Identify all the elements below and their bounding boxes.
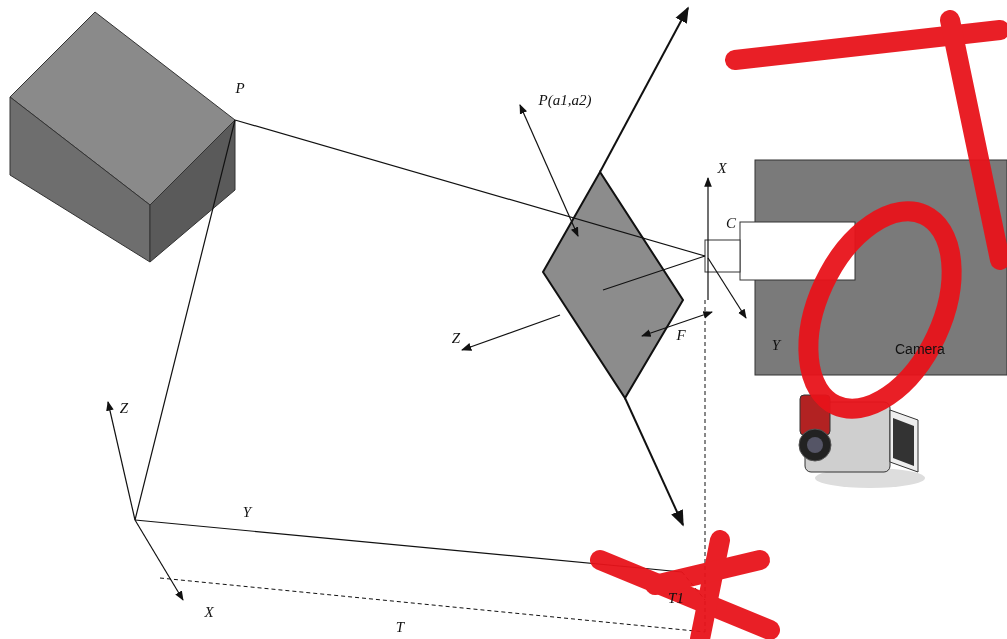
cube [10,12,235,262]
axis-label: Y [242,504,252,521]
camera-axes [642,178,746,336]
axis-label: X [203,604,214,621]
axis-label: T1 [667,590,685,607]
watermark [600,20,1000,639]
axis-label: C [725,215,737,232]
axis-label: X [716,160,727,177]
translation-lines [160,300,705,632]
axis-label: Z [119,400,129,417]
axis-label: P [234,80,245,97]
axis-label: F [675,327,686,344]
axis-label: T [395,619,405,636]
camera-box: Camera [755,160,1007,375]
projection-rays [108,105,705,600]
axis-label: Y [771,337,781,354]
camera-body [705,160,1007,375]
axis-label: Z [451,330,461,347]
node-label: Camera [895,341,945,357]
axis-label: P(a1,a2) [538,92,593,109]
image-plane [462,8,705,525]
